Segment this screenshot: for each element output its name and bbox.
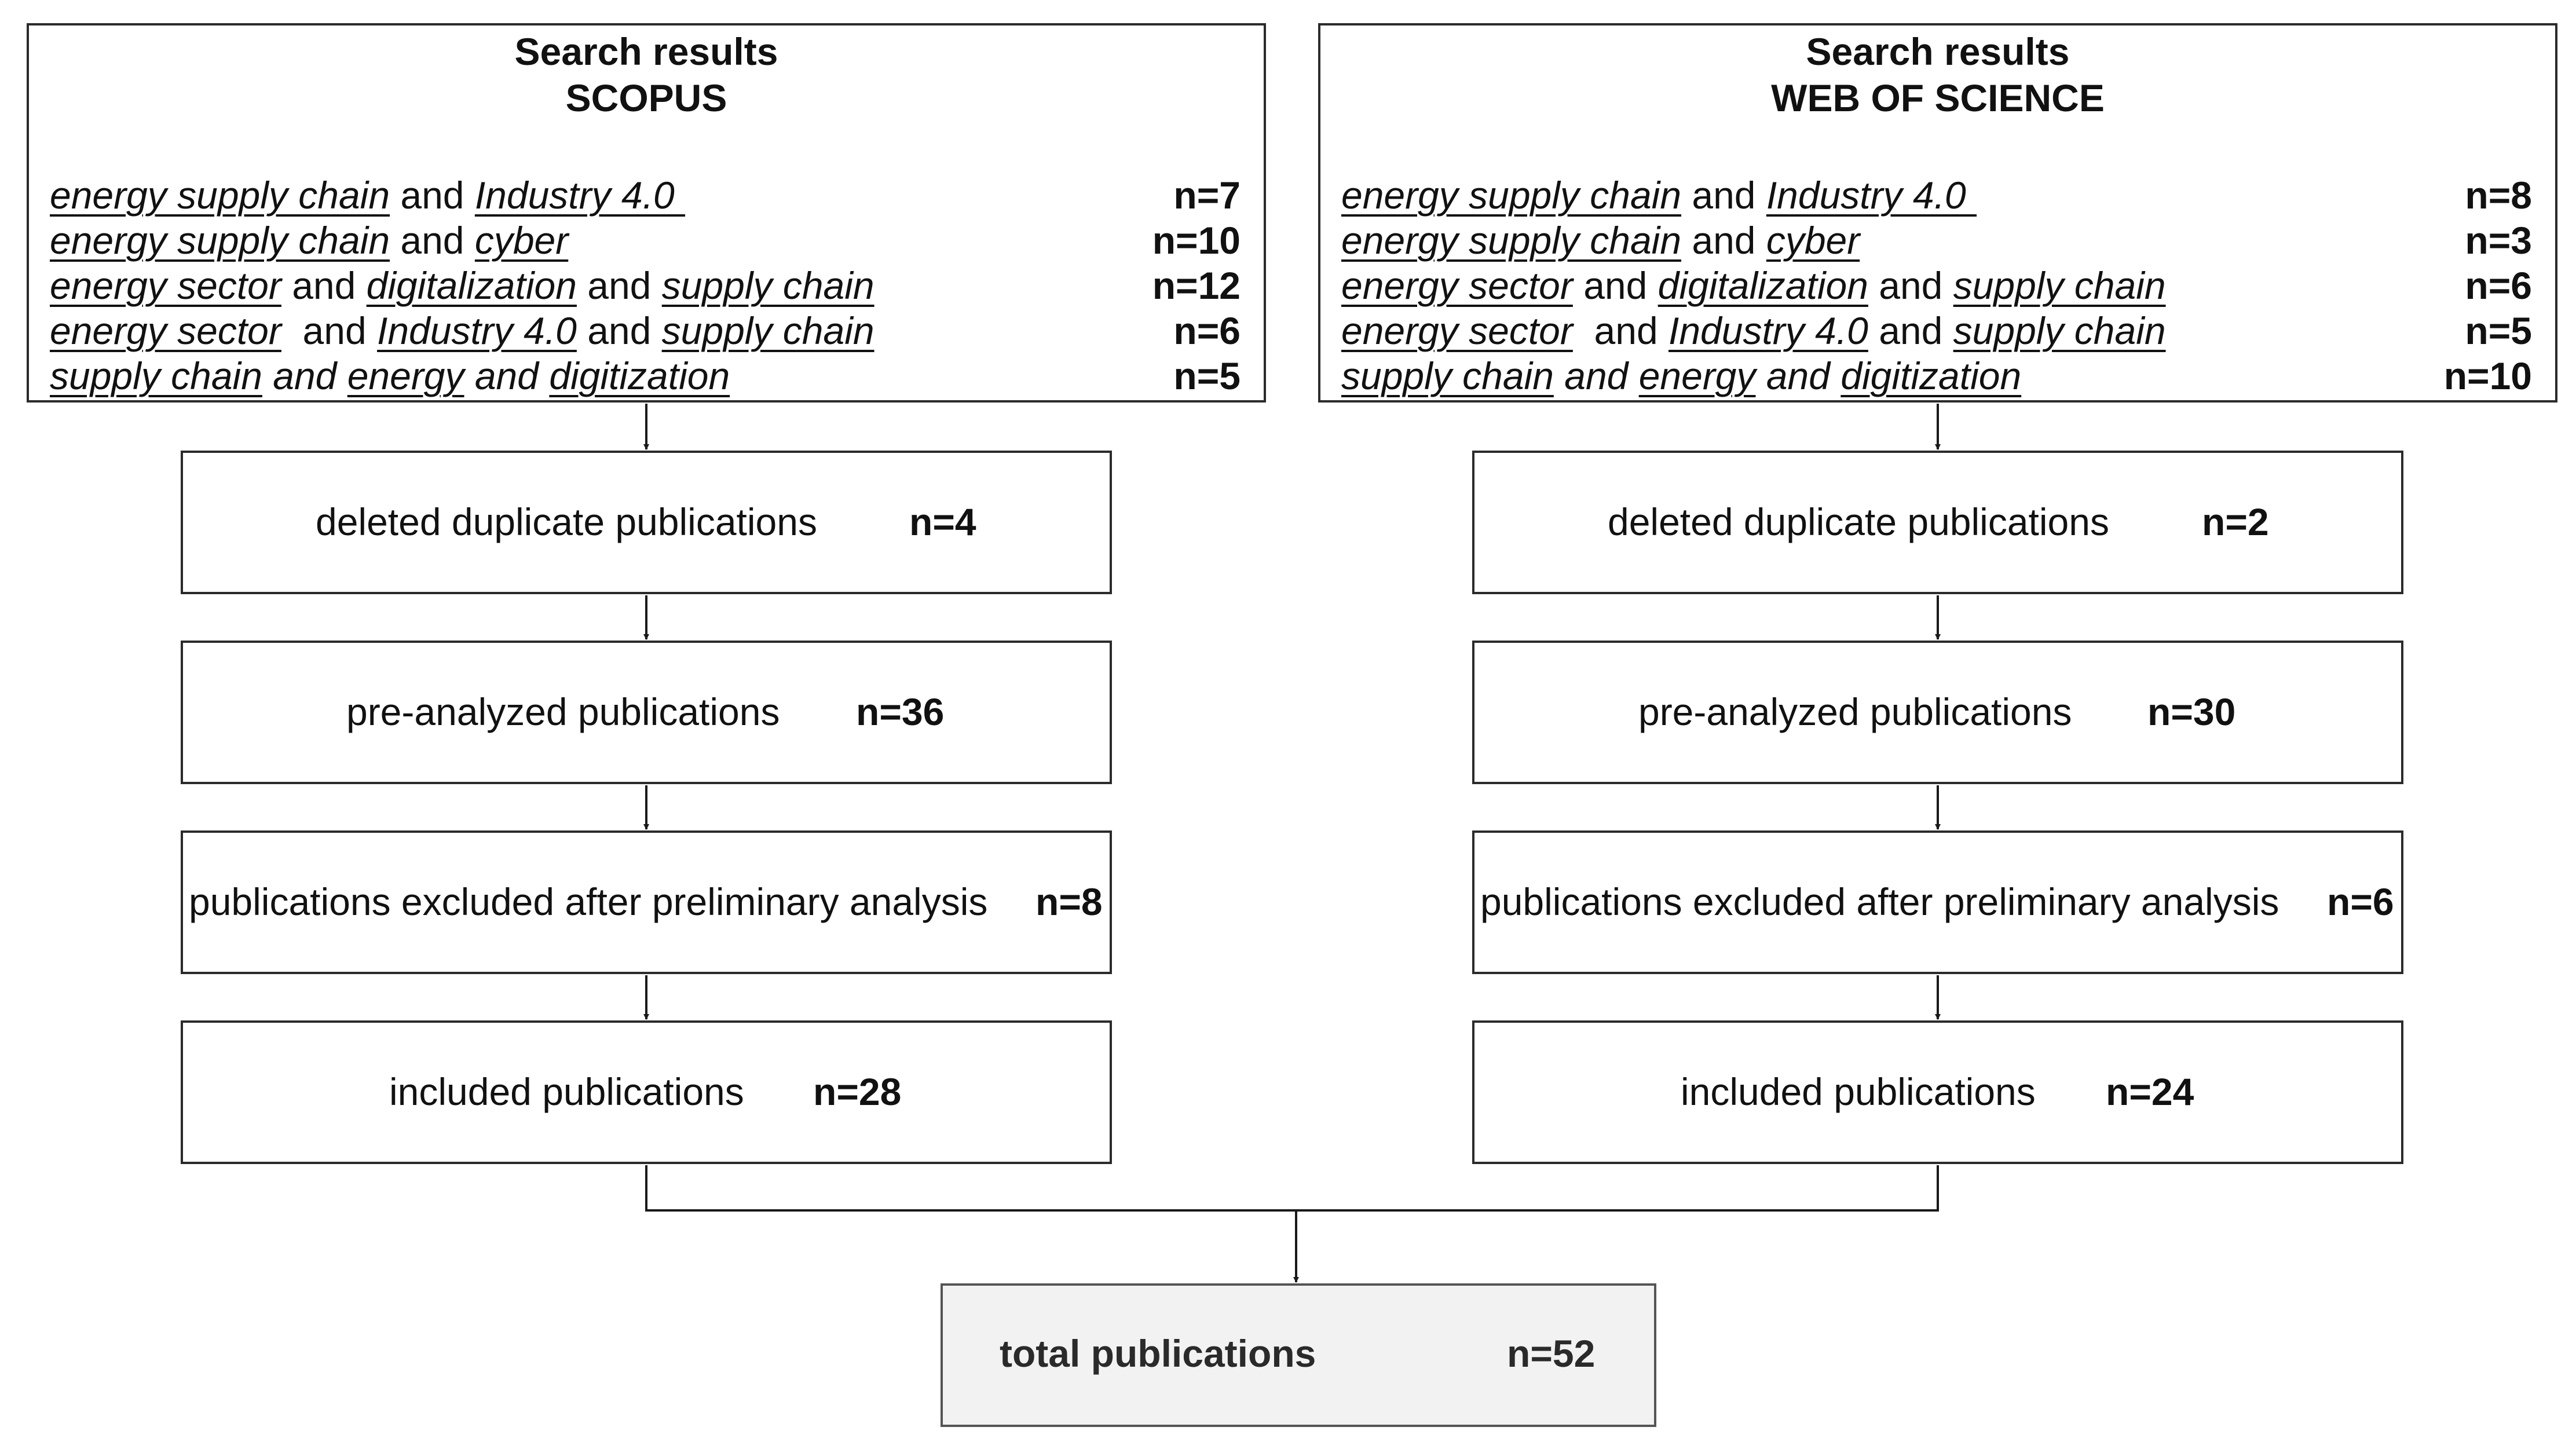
wos-query-text: supply chain and energy and digitization [1341, 357, 2021, 395]
connector-word: and [1553, 354, 1639, 397]
search-term: supply chain [661, 309, 874, 352]
scopus-query-count: n=12 [1152, 264, 1241, 307]
connector-word: and [1868, 264, 1953, 307]
connector-word: and [1681, 174, 1766, 217]
search-term: energy supply chain [50, 219, 390, 262]
wos-query-text: energy sector and digitalization and sup… [1341, 266, 2166, 305]
search-term: energy [1638, 354, 1756, 397]
search-term: supply chain [1953, 264, 2166, 307]
scopus-step-box [181, 451, 1112, 594]
total-label: total publications [1000, 1332, 1316, 1375]
wos-step-count: n=24 [2106, 1070, 2194, 1113]
wos-step-box [1472, 451, 2403, 594]
scopus-query-count: n=6 [1173, 309, 1241, 352]
scopus-step-count: n=8 [1035, 880, 1103, 923]
connector-word: and [1681, 219, 1766, 262]
search-term: supply chain [661, 264, 874, 307]
search-term: digitization [1840, 354, 2022, 397]
connector-word: and [1572, 264, 1658, 307]
connector-word: and [281, 309, 378, 352]
scopus-step-label: pre-analyzed publications [346, 690, 780, 733]
search-term: Industry 4.0 [1668, 309, 1868, 352]
search-term: energy sector [1341, 309, 1573, 352]
scopus-query-text: energy supply chain and cyber [50, 221, 568, 259]
connector-word: and [1572, 309, 1669, 352]
wos-step-box [1472, 830, 2403, 974]
search-term: energy [347, 354, 464, 397]
total-box [941, 1283, 1656, 1427]
scopus-step-label: publications excluded after preliminary … [189, 880, 988, 923]
connector-word: and [281, 264, 367, 307]
wos-query-text: energy sector and Industry 4.0 and suppl… [1341, 312, 2166, 350]
search-term: digitalization [366, 264, 577, 307]
scopus-step-box [181, 641, 1112, 784]
scopus-step-count: n=4 [909, 500, 976, 543]
search-term: digitalization [1657, 264, 1868, 307]
search-term: supply chain [1953, 309, 2166, 352]
connector-word: and [576, 309, 662, 352]
search-term: supply chain [1341, 354, 1554, 397]
wos-step-label: publications excluded after preliminary … [1480, 880, 2279, 923]
wos-step-count: n=30 [2147, 690, 2236, 733]
scopus-step-box [181, 830, 1112, 974]
search-term: energy supply chain [1341, 174, 1682, 217]
scopus-title-line2: SCOPUS [565, 76, 727, 119]
scopus-step-count: n=28 [813, 1070, 902, 1113]
wos-search-box [1318, 23, 2557, 402]
scopus-query-count: n=7 [1173, 174, 1241, 217]
connector-word: and [390, 219, 475, 262]
scopus-title-line1: Search results [514, 30, 778, 73]
wos-query-text: energy supply chain and cyber [1341, 221, 1860, 259]
connector-word: and [1868, 309, 1953, 352]
wos-step-label: pre-analyzed publications [1638, 690, 2072, 733]
connector-word: and [576, 264, 662, 307]
search-term: Industry 4.0 [377, 309, 577, 352]
search-term: Industry 4.0 [474, 174, 686, 217]
search-term: energy sector [50, 309, 281, 352]
scopus-step-count: n=36 [856, 690, 945, 733]
wos-query-count: n=8 [2465, 174, 2532, 217]
connector-word: and [390, 174, 475, 217]
wos-step-label: included publications [1681, 1070, 2036, 1113]
wos-title-line2: WEB OF SCIENCE [1771, 76, 2105, 119]
wos-query-count: n=5 [2465, 309, 2532, 352]
connector-word: and [464, 354, 550, 397]
scopus-query-count: n=5 [1173, 354, 1241, 397]
wos-step-box [1472, 641, 2403, 784]
search-term: energy sector [1341, 264, 1573, 307]
scopus-step-label: deleted duplicate publications [316, 500, 817, 543]
search-term: supply chain [50, 354, 262, 397]
wos-step-count: n=2 [2202, 500, 2269, 543]
scopus-step-label: included publications [389, 1070, 744, 1113]
wos-query-count: n=10 [2443, 354, 2532, 397]
scopus-query-text: supply chain and energy and digitization [50, 357, 730, 395]
search-term: energy sector [50, 264, 281, 307]
search-term: digitization [549, 354, 730, 397]
connector-word: and [262, 354, 347, 397]
scopus-query-count: n=10 [1152, 219, 1241, 262]
scopus-search-box [27, 23, 1266, 402]
wos-query-text: energy supply chain and Industry 4.0 [1341, 176, 1977, 214]
search-term: cyber [1766, 219, 1860, 262]
search-term: cyber [474, 219, 569, 262]
wos-query-count: n=6 [2465, 264, 2532, 307]
wos-step-count: n=6 [2327, 880, 2394, 923]
wos-title-line1: Search results [1806, 30, 2070, 73]
search-term: energy supply chain [1341, 219, 1682, 262]
wos-step-label: deleted duplicate publications [1608, 500, 2109, 543]
search-term: energy supply chain [50, 174, 390, 217]
scopus-step-box [181, 1020, 1112, 1164]
total-count: n=52 [1507, 1332, 1596, 1375]
scopus-query-text: energy sector and digitalization and sup… [50, 266, 874, 305]
scopus-query-text: energy supply chain and Industry 4.0 [50, 176, 685, 214]
search-term: Industry 4.0 [1766, 174, 1977, 217]
merge-line [645, 1165, 1939, 1212]
wos-query-count: n=3 [2465, 219, 2532, 262]
connector-word: and [1755, 354, 1841, 397]
wos-step-box [1472, 1020, 2403, 1164]
scopus-query-text: energy sector and Industry 4.0 and suppl… [50, 312, 874, 350]
